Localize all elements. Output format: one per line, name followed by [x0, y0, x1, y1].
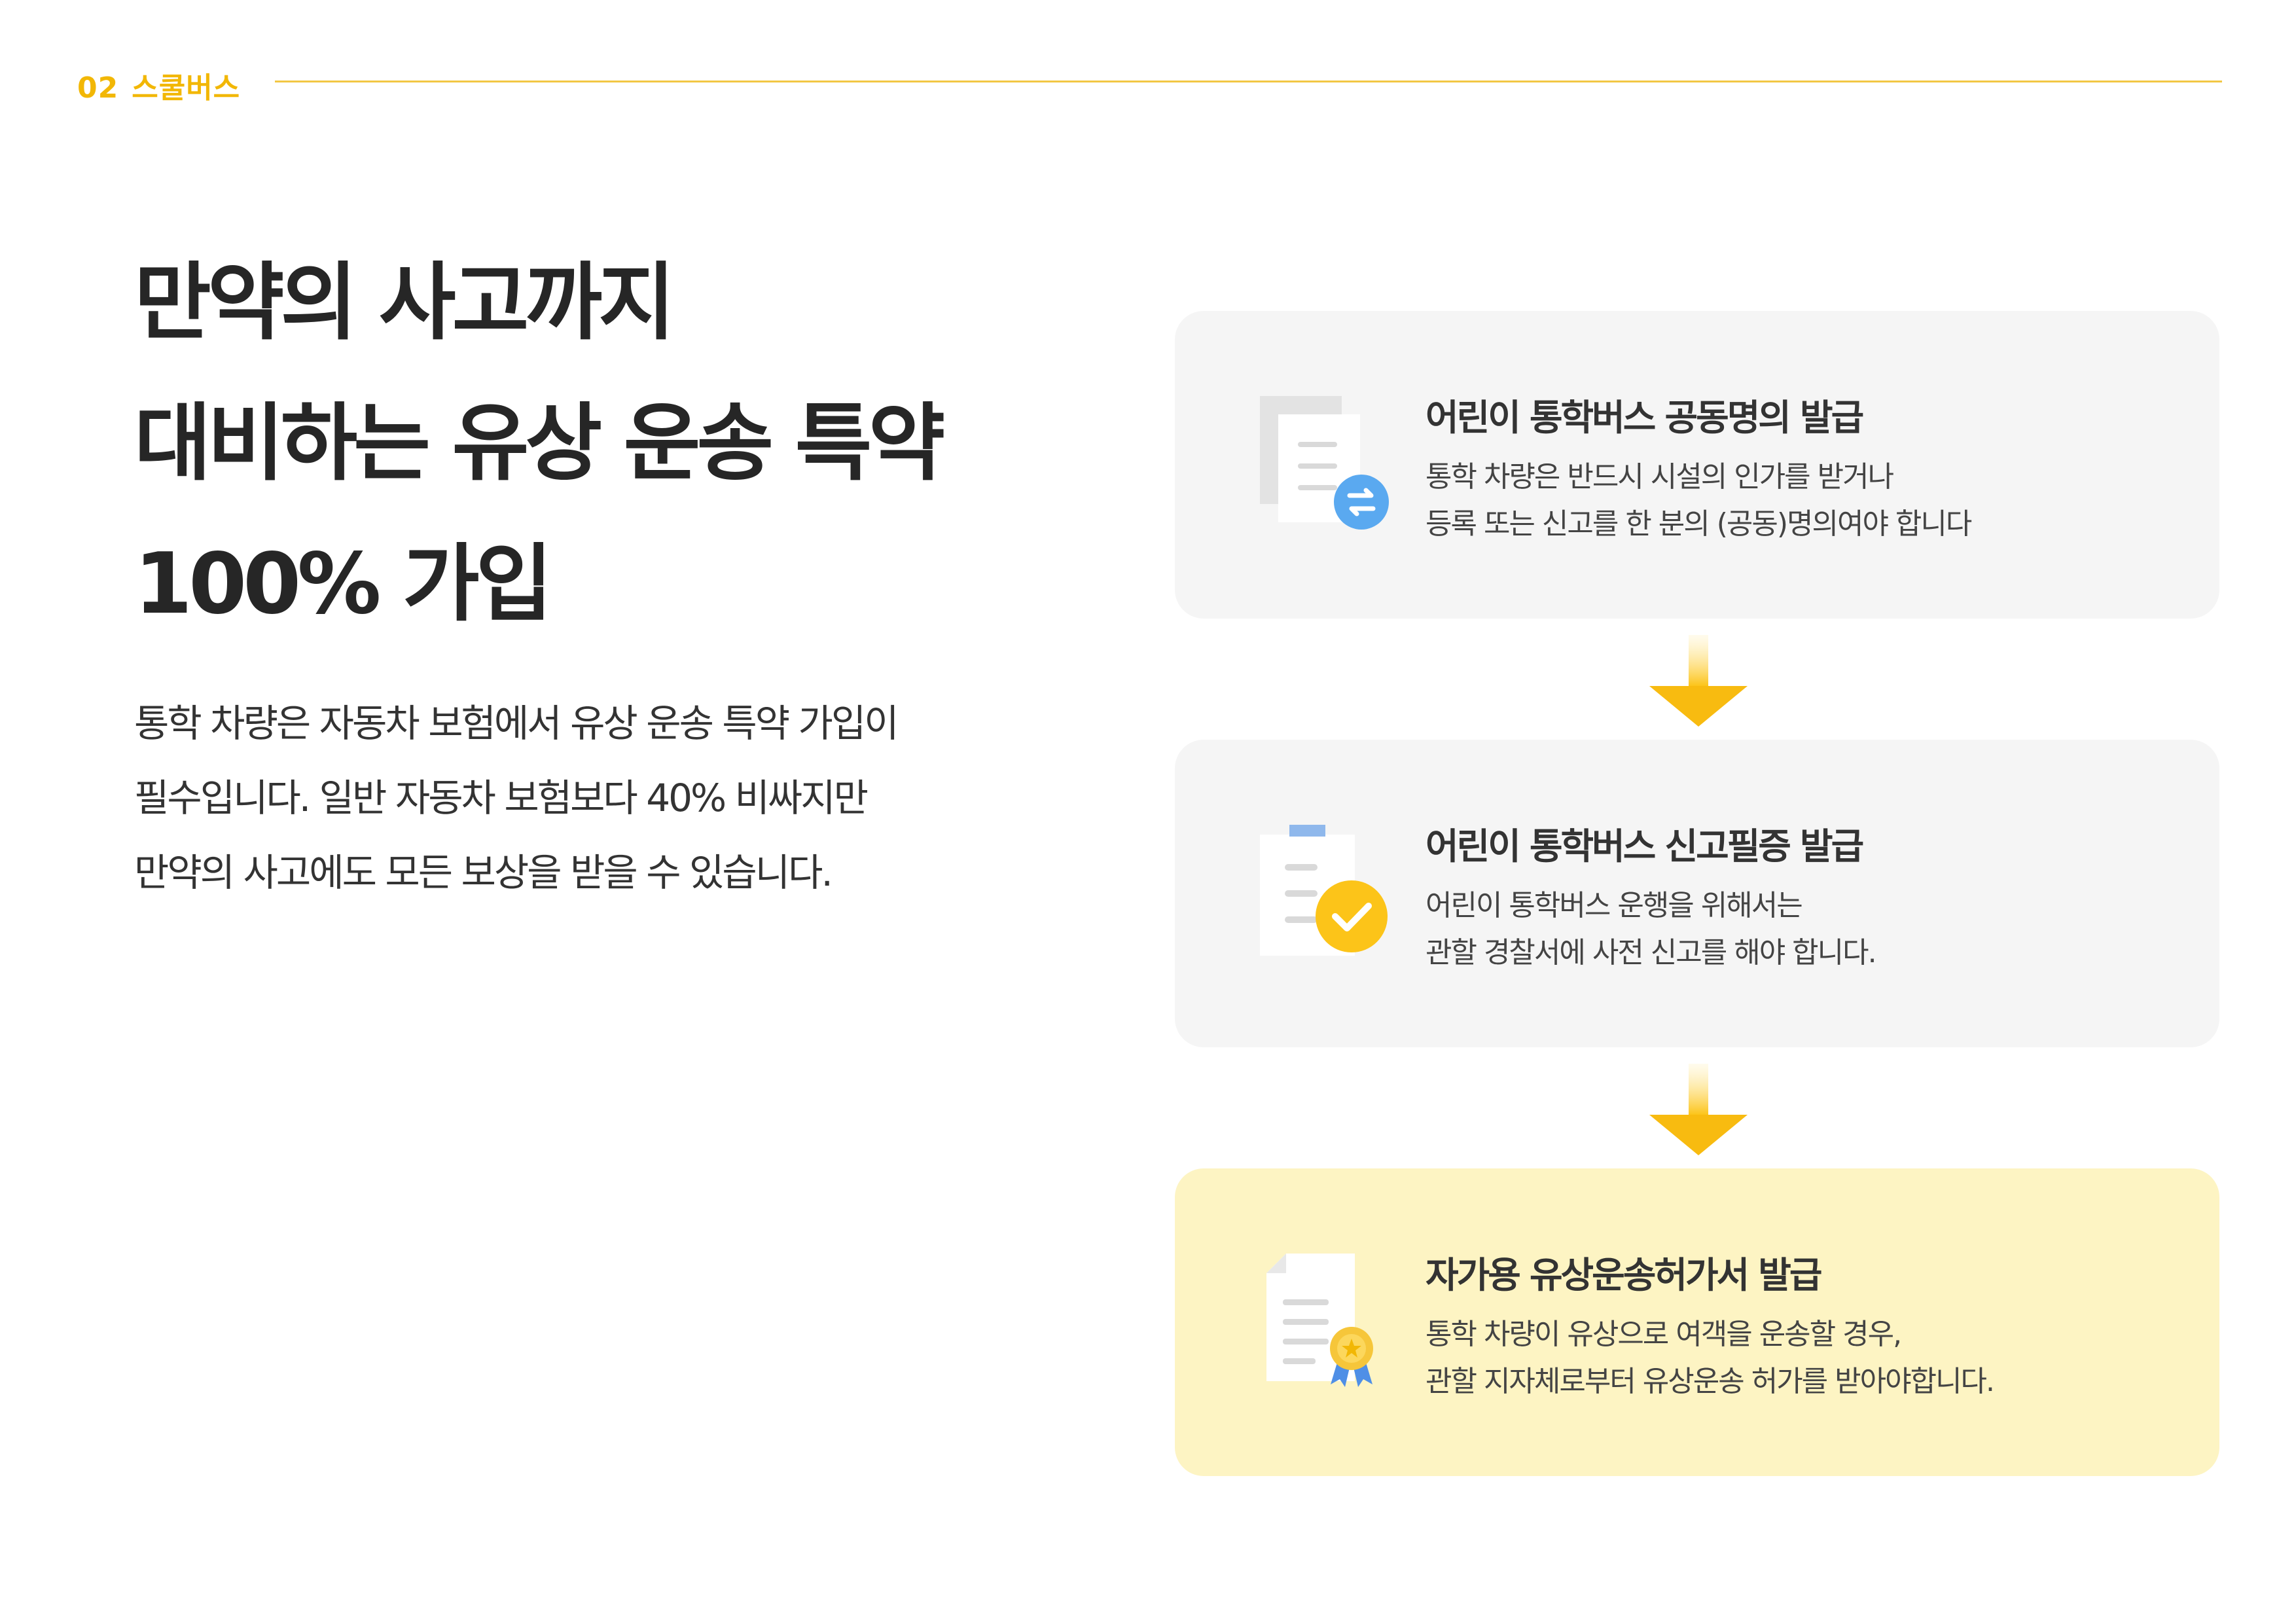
section-number: 02 [77, 71, 119, 105]
arrow-down-icon [1649, 635, 1748, 727]
step-title: 자가용 유상운송허가서 발급 [1426, 1254, 1822, 1296]
step-description: 통학 차량이 유상으로 여객을 운송할 경우, 관할 지자체로부터 유상운송 허… [1426, 1311, 1995, 1405]
document-exchange-icon [1260, 396, 1391, 533]
step-description-line: 통학 차량이 유상으로 여객을 운송할 경우, [1426, 1318, 1902, 1351]
step-card-report-certificate: 어린이 통학버스 신고필증 발급 어린이 통학버스 운행을 위해서는 관할 경찰… [1175, 740, 2219, 1047]
body-line: 필수입니다. 일반 자동차 보험보다 40% 비싸지만 [134, 776, 869, 820]
headline-line: 100% 가입 [134, 535, 553, 633]
step-description-line: 통학 차량은 반드시 시설의 인가를 받거나 [1426, 460, 1894, 494]
body-paragraph: 통학 차량은 자동차 보험에서 유상 운송 특약 가입이 필수입니다. 일반 자… [134, 686, 899, 910]
step-description: 어린이 통학버스 운행을 위해서는 관할 경찰서에 사전 신고를 해야 합니다. [1426, 882, 1877, 977]
step-card-joint-ownership: 어린이 통학버스 공동명의 발급 통학 차량은 반드시 시설의 인가를 받거나 … [1175, 311, 2219, 619]
section-divider [275, 81, 2222, 82]
headline-line: 만약의 사고까지 [134, 254, 675, 352]
step-description: 통학 차량은 반드시 시설의 인가를 받거나 등록 또는 신고를 한 분의 (공… [1426, 454, 1972, 548]
certificate-award-icon [1260, 1254, 1391, 1391]
step-description-line: 어린이 통학버스 운행을 위해서는 [1426, 889, 1803, 922]
arrow-down-icon [1649, 1064, 1748, 1155]
section-label: 02 스쿨버스 [77, 64, 240, 106]
step-description-line: 등록 또는 신고를 한 분의 (공동)명의여야 합니다 [1426, 507, 1972, 541]
section-title: 스쿨버스 [132, 71, 241, 105]
step-title: 어린이 통학버스 신고필증 발급 [1426, 825, 1864, 867]
body-line: 만약의 사고에도 모든 보상을 받을 수 있습니다. [134, 850, 833, 895]
body-line: 통학 차량은 자동차 보험에서 유상 운송 특약 가입이 [134, 701, 899, 746]
clipboard-check-icon [1260, 825, 1391, 962]
step-title: 어린이 통학버스 공동명의 발급 [1426, 397, 1864, 439]
step-description-line: 관할 지자체로부터 유상운송 허가를 받아야합니다. [1426, 1365, 1995, 1398]
step-description-line: 관할 경찰서에 사전 신고를 해야 합니다. [1426, 936, 1877, 969]
headline: 만약의 사고까지 대비하는 유상 운송 특약 100% 가입 [134, 232, 945, 655]
headline-line: 대비하는 유상 운송 특약 [134, 395, 945, 492]
step-card-paid-transport-permit: 자가용 유상운송허가서 발급 통학 차량이 유상으로 여객을 운송할 경우, 관… [1175, 1168, 2219, 1476]
